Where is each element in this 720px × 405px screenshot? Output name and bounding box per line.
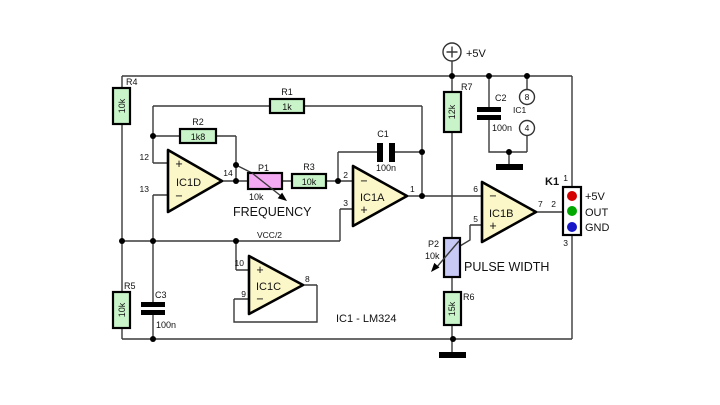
resistor-ref: R4 [126, 77, 138, 87]
resistor-r4: R4 10k [111, 77, 138, 126]
plus-input-icon: + [360, 203, 367, 217]
pin-number: 6 [473, 184, 478, 194]
capacitor-ref: C2 [495, 93, 507, 103]
minus-input-icon: − [175, 189, 182, 203]
plus-input-icon: + [175, 157, 182, 171]
vcc-pin-circle [518, 88, 536, 106]
connector-ref: K1 [545, 176, 559, 188]
resistor-ref: R2 [192, 117, 204, 127]
p1-wiper-arrow [251, 172, 282, 197]
capacitor-ref: C1 [377, 129, 389, 139]
capacitor-ref: C3 [155, 290, 167, 300]
resistor-value: 1k8 [191, 132, 206, 142]
ic1-power-pins: 8 4 IC1 [513, 88, 536, 137]
capacitor-c2: C2 100n [477, 93, 512, 133]
resistor-r6: R6 15k [442, 290, 475, 327]
pin-number: 14 [223, 168, 233, 178]
resistor-r2: R2 1k8 [178, 117, 218, 145]
opamp-ic1b: IC1B − + 6 5 7 [473, 180, 543, 244]
pot-value: 10k [425, 251, 440, 261]
frequency-label: FREQUENCY [233, 205, 312, 219]
pot-ref: P1 [258, 163, 269, 173]
resistor-value: 10k [117, 302, 127, 317]
pin-number: 2 [343, 170, 348, 180]
pin-number: 8 [525, 92, 530, 102]
p2-arrowhead-icon [431, 262, 440, 272]
supply-label: +5V [466, 48, 487, 60]
potentiometer-p2: P2 10k PULSE WIDTH [425, 236, 549, 279]
resistor-ref: R5 [124, 281, 136, 291]
pot-ref: P2 [428, 239, 439, 249]
pin2-dot-icon [567, 206, 577, 216]
resistor-r1: R1 1k [268, 87, 306, 115]
connector-k1: K1 1 2 3 +5V OUT GND [545, 173, 610, 248]
pin-number: 12 [140, 152, 150, 162]
capacitor-c1: C1 100n [376, 129, 396, 173]
pin-number: 8 [305, 274, 310, 284]
vcc2-net-label: VCC/2 [257, 230, 282, 240]
capacitor-value: 100n [156, 320, 176, 330]
opamp-ic1a: IC1A − + 2 3 1 [343, 164, 415, 228]
pin-number: 4 [525, 123, 530, 133]
pin-number: 2 [551, 199, 556, 209]
pin3-dot-icon [567, 222, 577, 232]
resistor-ref: R7 [461, 82, 473, 92]
pin-number: 13 [140, 184, 150, 194]
pin-number: 3 [563, 238, 568, 248]
opamp-name: IC1C [256, 281, 281, 293]
resistor-ref: R1 [281, 87, 293, 97]
resistor-r7: R7 12k [442, 82, 473, 134]
minus-input-icon: − [256, 292, 263, 306]
resistor-r3: R3 10k [290, 162, 328, 190]
pin-number: 10 [235, 258, 245, 268]
minus-input-icon: − [489, 189, 496, 203]
pin1-dot-icon [567, 191, 577, 201]
p1-arrowhead-icon [277, 192, 287, 201]
plus-icon [446, 46, 458, 58]
gnd-pin-circle [518, 119, 536, 137]
opamp-ic1d: IC1D + − 12 13 14 [140, 148, 233, 214]
ground-symbol [439, 164, 523, 358]
opamp-name: IC1A [360, 192, 385, 204]
pin-number: 1 [563, 173, 568, 183]
opamp-ic1c: IC1C + − 10 9 8 [235, 254, 310, 316]
pin-number: 9 [241, 289, 246, 299]
pot-value: 10k [249, 192, 264, 202]
resistor-value: 10k [302, 177, 317, 187]
pin1-label: +5V [585, 191, 606, 203]
pin-number: 7 [538, 199, 543, 209]
pin-number: 1 [410, 184, 415, 194]
capacitor-c3: C3 100n [141, 290, 176, 330]
resistor-ref: R6 [463, 292, 475, 302]
capacitor-value: 100n [376, 163, 396, 173]
supply-symbol: +5V [442, 42, 487, 62]
minus-input-icon: − [360, 174, 367, 188]
pulse-width-label: PULSE WIDTH [464, 260, 549, 274]
pin2-label: OUT [585, 207, 609, 219]
resistor-ref: R3 [303, 162, 315, 172]
resistor-value: 15k [447, 301, 457, 316]
opamp-name: IC1D [176, 177, 201, 189]
potentiometer-p1: P1 10k FREQUENCY [233, 163, 312, 219]
pin-number: 5 [473, 214, 478, 224]
capacitor-value: 100n [492, 123, 512, 133]
resistor-r5: R5 10k [111, 281, 136, 330]
resistor-value: 10k [117, 98, 127, 113]
junction-dots [119, 73, 530, 342]
ic1-power-label: IC1 [513, 105, 527, 115]
pin-number: 3 [343, 198, 348, 208]
resistor-value: 1k [282, 102, 292, 112]
plus-input-icon: + [256, 263, 263, 277]
opamp-name: IC1B [489, 208, 513, 220]
plus-input-icon: + [489, 219, 496, 233]
pin3-label: GND [585, 222, 610, 234]
p2-wiper-arrow [435, 240, 460, 269]
resistor-value: 12k [447, 104, 457, 119]
ic-type-note: IC1 - LM324 [336, 313, 397, 325]
